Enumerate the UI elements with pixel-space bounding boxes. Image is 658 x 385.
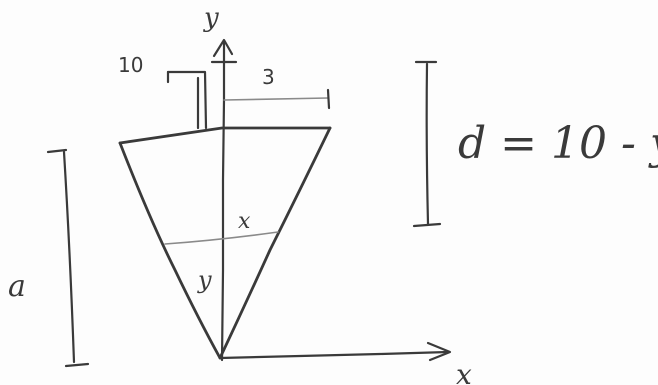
height-bracket [46, 148, 90, 368]
x-axis [218, 341, 452, 362]
top-left-bracket [166, 70, 208, 130]
depth-bracket [412, 60, 442, 228]
top-right-dimension-line [223, 88, 331, 110]
inner-y-label: y [197, 266, 212, 294]
top-right-dimension-label: 3 [262, 65, 275, 89]
height-label: a [8, 269, 26, 304]
depth-formula: d = 10 - y [458, 118, 658, 169]
y-axis-label: y [203, 3, 219, 33]
inner-x-label: x [238, 209, 251, 234]
slice-line [164, 231, 279, 245]
top-left-dimension-label: 10 [118, 53, 143, 77]
y-axis [210, 38, 238, 362]
triangle-cross-section [118, 126, 332, 360]
x-axis-label: x [456, 358, 472, 385]
